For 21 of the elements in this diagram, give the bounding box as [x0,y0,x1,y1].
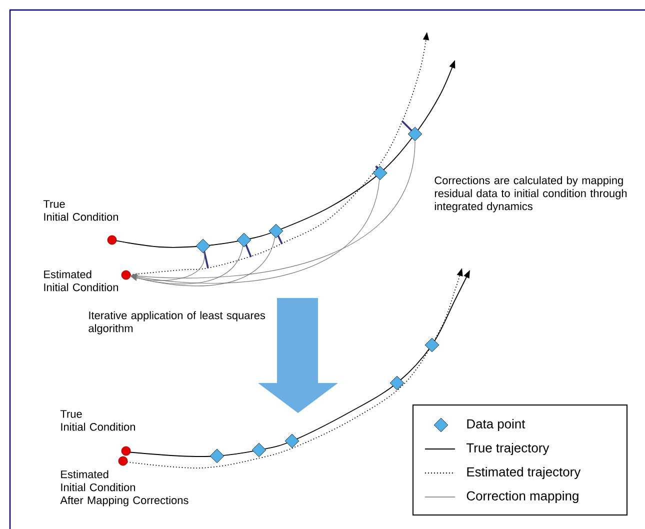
data-point-diamond [268,224,284,238]
correction-mapping [130,236,276,286]
legend-text: True trajectory [466,442,550,456]
data-point-diamond [252,442,266,458]
legend-text: Data point [467,418,526,432]
data-point-diamond [372,166,388,180]
condition-label: Estimated Initial Condition [44,270,118,292]
data-point-diamond [424,338,440,352]
data-point-diamond [210,448,224,464]
data-point-diamond [236,232,252,248]
legend-text: Estimated trajectory [467,466,581,480]
legend-text: Correction mapping [466,490,578,504]
data-point-diamond [284,434,300,448]
note-text: Iterative application of least squares algorithm [88,311,266,334]
data-point-diamond [390,376,404,390]
data-point-diamond [196,238,210,254]
condition-label: Estimated Initial Condition After Mapping Corrections [60,470,188,506]
note-text: Corrections are calculated by mapping residual data to initial condition through integrated dynamics [434,176,627,212]
condition-label: True Initial Condition [43,200,118,221]
condition-label: True Initial Condition [60,410,135,431]
data-point-diamond [408,126,422,142]
